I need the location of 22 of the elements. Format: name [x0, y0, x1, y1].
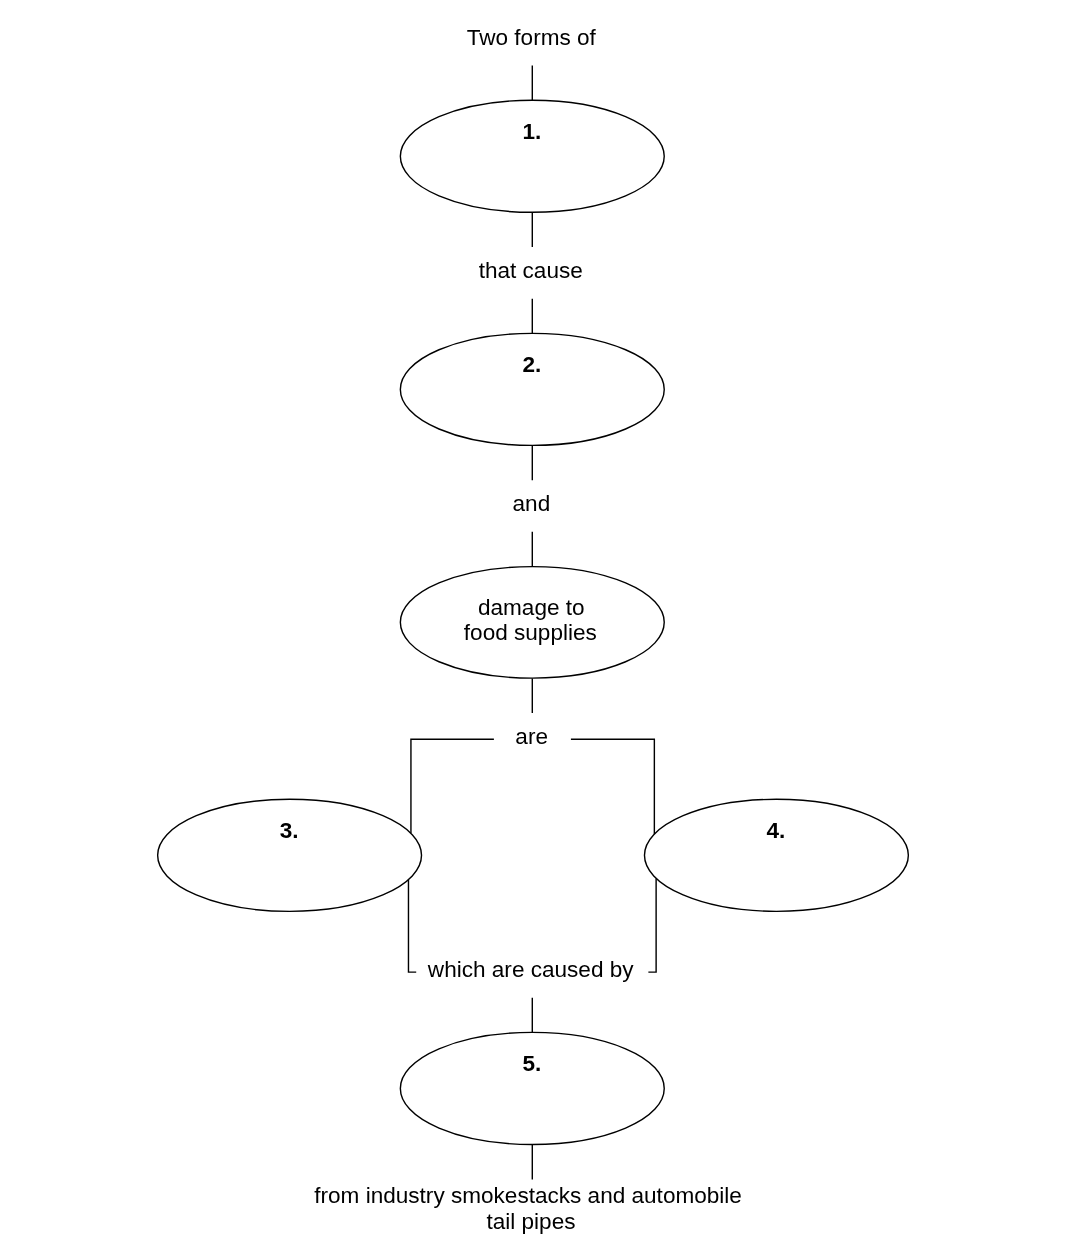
node-text: and — [512, 491, 551, 517]
node-ellipse: 3. — [156, 798, 423, 913]
node-ellipse: damage to food supplies — [399, 565, 665, 679]
node-ellipse: 5. — [399, 1031, 665, 1146]
node-text: which are caused by — [427, 957, 634, 983]
connector — [531, 1143, 533, 1181]
node-ellipse: 2. — [399, 332, 665, 447]
connector — [531, 211, 533, 248]
connector — [531, 444, 533, 481]
connector — [531, 677, 533, 714]
node-text: Two forms of — [466, 25, 596, 51]
connector — [531, 997, 533, 1033]
node-ellipse: 4. — [643, 798, 910, 913]
connector — [531, 531, 533, 568]
node-text: are — [515, 724, 548, 750]
connector — [531, 64, 533, 101]
connector — [531, 298, 533, 334]
node-text: that cause — [478, 258, 583, 284]
node-ellipse: 1. — [399, 99, 665, 213]
connector — [570, 738, 656, 835]
connector — [410, 738, 495, 834]
node-text: from industry smokestacks and automobile tail pipes — [314, 1183, 742, 1234]
